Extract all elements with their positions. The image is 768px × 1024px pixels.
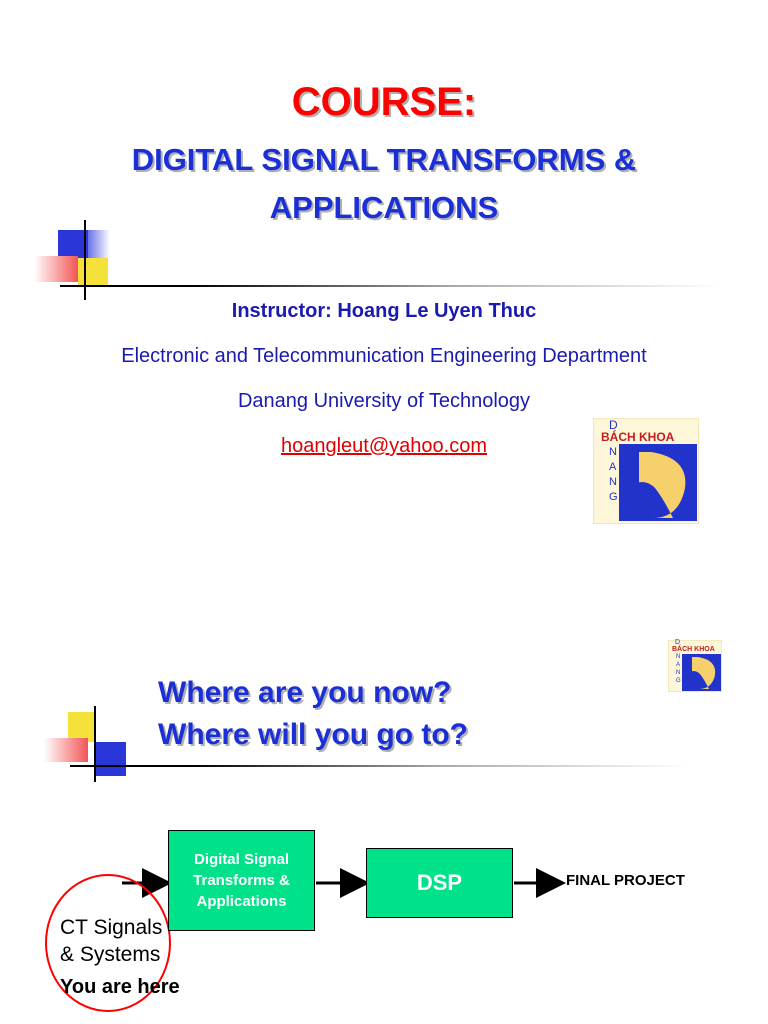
logo-top-letter: D xyxy=(609,418,618,432)
logo-small-side-letter: A xyxy=(676,662,681,668)
logo-small-name: BÁCH KHOA xyxy=(672,646,715,653)
blue-fade-square xyxy=(88,230,110,260)
ct-line2: & Systems xyxy=(60,943,161,966)
box1-label: Digital Signal Transforms & Applications xyxy=(193,851,290,910)
horizontal-rule xyxy=(60,285,720,287)
question-next: Where will you go to? xyxy=(158,718,468,751)
logo-side-letter: N xyxy=(609,446,617,458)
email-link[interactable]: hoangleut@yahoo.com xyxy=(281,435,487,457)
department-line: Electronic and Telecommunication Enginee… xyxy=(121,345,647,367)
logo-side-letter: G xyxy=(609,491,618,503)
university-line: Danang University of Technology xyxy=(237,390,531,412)
yellow-square xyxy=(68,712,96,742)
email-row: hoangleut@yahoo.com xyxy=(0,435,768,458)
you-are-here-label: You are here xyxy=(60,976,180,998)
logo-small-top-letter: D xyxy=(675,639,681,646)
you-are-here-circle xyxy=(45,874,171,1012)
ct-signals-label: CT Signals & Systems xyxy=(60,914,162,968)
final-project-label: FINAL PROJECT xyxy=(566,872,685,889)
course-subtitle-line2: APPLICATIONS xyxy=(269,190,499,225)
instructor-line: Instructor: Hoang Le Uyen Thuc xyxy=(231,300,537,322)
blue-square xyxy=(58,230,88,260)
university-logo: D BÁCH KHOA N A N G xyxy=(592,417,700,525)
university-logo-small: D BÁCH KHOA N A N G xyxy=(667,639,723,693)
digital-signal-transforms-box: Digital Signal Transforms & Applications xyxy=(168,830,315,931)
question-now: Where are you now? xyxy=(158,676,452,709)
box2-label: DSP xyxy=(416,870,463,895)
course-subtitle-line1: DIGITAL SIGNAL TRANSFORMS & xyxy=(131,142,637,177)
dsp-box: DSP xyxy=(366,848,513,918)
logo-small-side-letter: N xyxy=(676,670,681,676)
yellow-square xyxy=(78,258,108,286)
blue-square xyxy=(96,742,126,776)
horizontal-rule xyxy=(70,765,690,767)
logo-side-letter: N xyxy=(609,476,617,488)
bach-khoa-logo-icon xyxy=(592,417,700,525)
vertical-line xyxy=(94,706,96,782)
logo-name: BÁCH KHOA xyxy=(601,430,675,444)
logo-small-side-letter: N xyxy=(676,654,681,660)
red-square xyxy=(34,256,78,282)
logo-small-side-letter: G xyxy=(676,678,681,684)
red-square xyxy=(44,738,88,762)
course-title: COURSE: xyxy=(291,80,477,124)
ct-line1: CT Signals xyxy=(60,916,163,939)
vertical-line xyxy=(84,220,86,300)
logo-side-letter: A xyxy=(609,461,617,473)
